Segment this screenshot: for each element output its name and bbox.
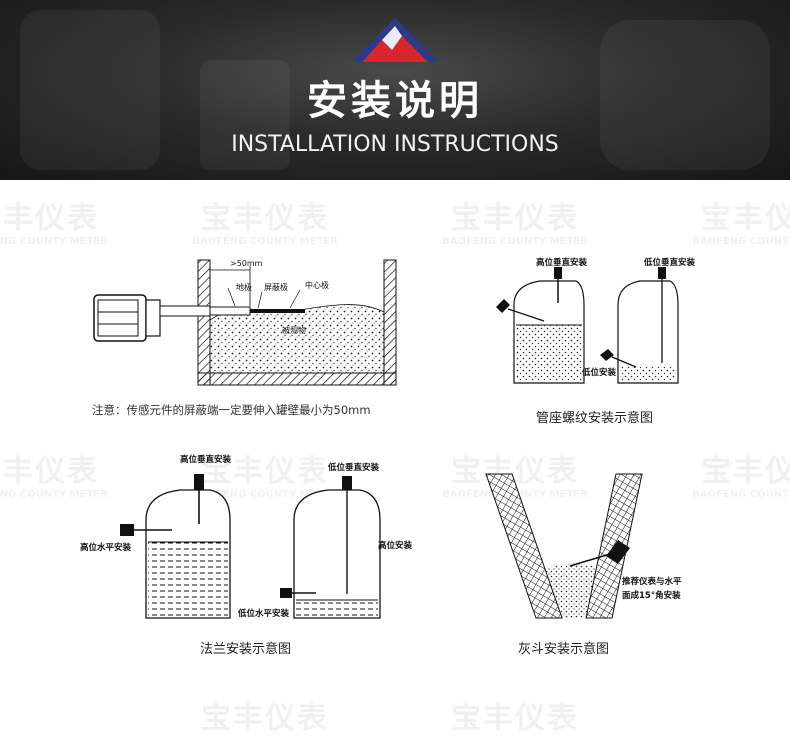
watermark: 宝丰仪表 BAOFENG COUNTY METER — [440, 202, 590, 248]
watermark-cn: 宝丰仪表 — [451, 701, 579, 736]
watermark-en: BAOFENG COUNTY METER — [442, 236, 588, 247]
watermark: 宝丰仪表 BAOFENG COUNTY METER — [690, 202, 790, 248]
label-high-vertical: 高位垂直安装 — [180, 454, 232, 465]
banner-bg-shape — [20, 10, 160, 170]
watermark-cn: 宝丰仪表 — [451, 201, 579, 236]
label-low-vertical: 低位垂直安装 — [327, 462, 380, 473]
label-measured-material: 被测物 — [282, 325, 306, 335]
hopper-install-drawing: 推荐仪表与水平 面成15°角安装 — [485, 473, 682, 619]
flange-install-caption: 法兰安装示意图 — [200, 642, 292, 657]
watermark-cn: 宝丰仪表 — [701, 201, 790, 236]
watermark-cn: 宝丰仪表 — [201, 201, 329, 236]
label-gt50mm: >50mm — [230, 259, 263, 268]
label-center-pole: 中心极 — [305, 280, 329, 290]
watermark-cn: 宝丰仪表 — [201, 701, 329, 736]
install-note: 注意：传感元件的屏蔽端一定要伸入罐壁最小为50mm — [92, 403, 371, 417]
thread-install-caption: 管座螺纹安装示意图 — [536, 411, 654, 426]
page-title-en: INSTALLATION INSTRUCTIONS — [231, 132, 559, 157]
label-recommend-line1: 推荐仪表与水平 — [622, 576, 682, 587]
label-high-vertical: 高位垂直安装 — [536, 257, 588, 268]
label-high-install: 高位安装 — [378, 540, 413, 551]
label-low-install: 低位安装 — [581, 367, 617, 378]
diagram-thread-install: 高位垂直安装 低位垂直安装 低位安装 管座螺纹安装示意图 — [480, 255, 720, 435]
watermark-cn: 宝丰仪表 — [0, 201, 99, 236]
page-title-cn: 安装说明 — [307, 77, 483, 124]
banner-bg-shape — [200, 60, 290, 170]
banner-bg-shape — [600, 20, 770, 170]
mountain-logo-icon — [352, 18, 438, 62]
label-low-vertical: 低位垂直安装 — [643, 257, 696, 268]
flange-install-drawing: 高位垂直安装 低位垂直安装 高位水平安装 高位安装 低位水平安装 — [80, 454, 413, 619]
hopper-install-caption: 灰斗安装示意图 — [518, 642, 610, 657]
label-recommend-line2: 面成15°角安装 — [622, 590, 681, 601]
watermark: 宝丰仪表 — [190, 702, 340, 736]
thread-install-drawing: 高位垂直安装 低位垂直安装 低位安装 — [496, 257, 696, 384]
label-shield-pole: 屏蔽极 — [264, 282, 288, 292]
label-ground-pole: 地极 — [236, 282, 252, 292]
header-banner: 安装说明 INSTALLATION INSTRUCTIONS — [0, 0, 790, 180]
diagram-wall-install: >50mm 地极 屏蔽极 中心极 被测物 注意：传感元件的屏蔽端一定要伸入罐壁最… — [0, 240, 440, 430]
diagram-flange-install: 高位垂直安装 低位垂直安装 高位水平安装 高位安装 低位水平安装 法兰安装示意图 — [80, 450, 440, 660]
watermark: 宝丰仪表 — [440, 702, 590, 736]
wall-install-drawing: >50mm 地极 屏蔽极 中心极 被测物 — [93, 259, 397, 386]
label-high-horizontal: 高位水平安装 — [80, 542, 132, 553]
watermark-en: BAOFENG COUNTY METER — [692, 236, 790, 247]
label-low-horizontal: 低位水平安装 — [237, 608, 290, 619]
diagram-hopper-install: 推荐仪表与水平 面成15°角安装 灰斗安装示意图 — [470, 470, 730, 660]
